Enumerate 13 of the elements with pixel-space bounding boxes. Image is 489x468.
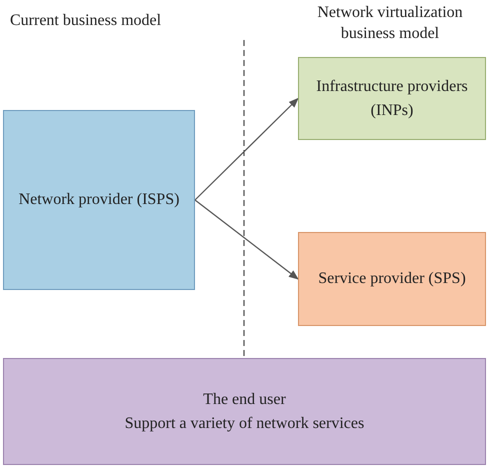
process-box — [298, 57, 486, 140]
process-box — [298, 232, 486, 326]
process-box — [3, 110, 195, 290]
section-heading: Network virtualization business model — [316, 3, 464, 44]
box-text: The end user — [203, 390, 286, 410]
box-text: Support a variety of network services — [124, 414, 364, 434]
arrow — [194, 98, 299, 200]
process-box — [3, 358, 486, 465]
box-text: Service provider (SPS) — [318, 269, 466, 289]
arrow — [194, 200, 299, 280]
box-text: Network provider (ISPS) — [18, 190, 180, 210]
section-heading: Current business model — [10, 11, 162, 31]
box-text: Infrastructure providers (INPs) — [315, 76, 469, 120]
